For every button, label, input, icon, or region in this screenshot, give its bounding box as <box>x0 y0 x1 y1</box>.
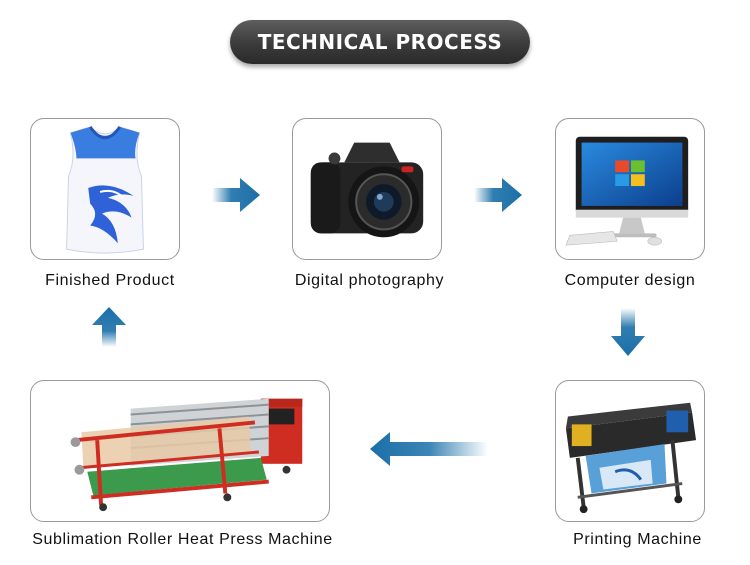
camera-icon <box>310 142 424 238</box>
arrow-left <box>368 430 488 468</box>
arrow-up <box>90 305 128 347</box>
arrow-right-2 <box>474 176 524 214</box>
printer-icon <box>565 402 697 514</box>
arrow-down-icon <box>611 308 645 356</box>
card-digital-photography <box>292 118 442 260</box>
step-label-heat-press: Sublimation Roller Heat Press Machine <box>32 531 333 548</box>
arrow-right-1 <box>212 176 262 214</box>
title-banner: TECHNICAL PROCESS <box>230 20 530 64</box>
jersey-icon <box>66 126 144 254</box>
card-heat-press <box>30 380 330 522</box>
arrow-left-icon <box>370 432 488 466</box>
step-label-finished-product: Finished Product <box>45 272 175 289</box>
step-label-printing-machine: Printing Machine <box>573 531 702 548</box>
arrow-right-icon <box>212 178 260 212</box>
step-label-digital-photography: Digital photography <box>294 272 445 289</box>
arrow-right-icon <box>474 178 522 212</box>
page-title: TECHNICAL PROCESS <box>257 30 503 54</box>
computer-icon <box>565 136 689 246</box>
card-computer-design <box>555 118 705 260</box>
arrow-down <box>609 308 647 358</box>
card-printing-machine <box>555 380 705 522</box>
card-finished-product <box>30 118 180 260</box>
arrow-up-icon <box>92 307 126 347</box>
heat-press-icon <box>70 398 303 512</box>
step-label-computer-design: Computer design <box>564 272 696 289</box>
